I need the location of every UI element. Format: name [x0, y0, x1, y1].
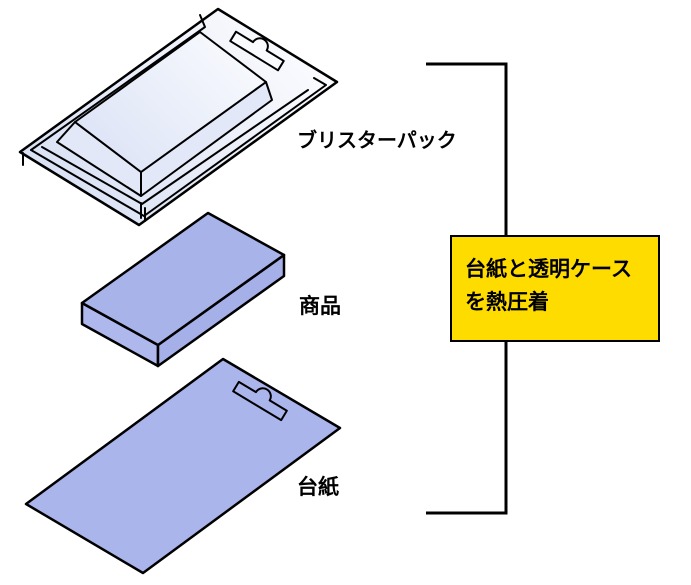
label-backing-card: 台紙 — [297, 476, 339, 499]
backing-card-euro-slot-icon — [232, 380, 288, 422]
callout-line-2: を熱圧着 — [465, 291, 549, 314]
backing-card-shape — [24, 357, 342, 575]
backing-card-illustration — [24, 357, 342, 575]
label-product: 商品 — [299, 295, 341, 318]
product-box-top-face — [80, 211, 286, 347]
blister-crease-line — [30, 14, 206, 151]
blister-flange-outer-line — [30, 77, 327, 217]
blister-euro-slot-icon — [229, 30, 285, 72]
bracket-line — [426, 62, 508, 515]
blister-pack-illustration — [18, 7, 339, 227]
blister-corner-ticks — [22, 152, 146, 222]
callout-line-1: 台紙と透明ケース — [465, 258, 632, 281]
product-box-illustration — [80, 211, 286, 368]
label-blister-pack: ブリスターパック — [297, 130, 457, 152]
callout-box: 台紙と透明ケース を熱圧着 — [450, 235, 660, 342]
blister-dome-top-face — [74, 31, 267, 173]
